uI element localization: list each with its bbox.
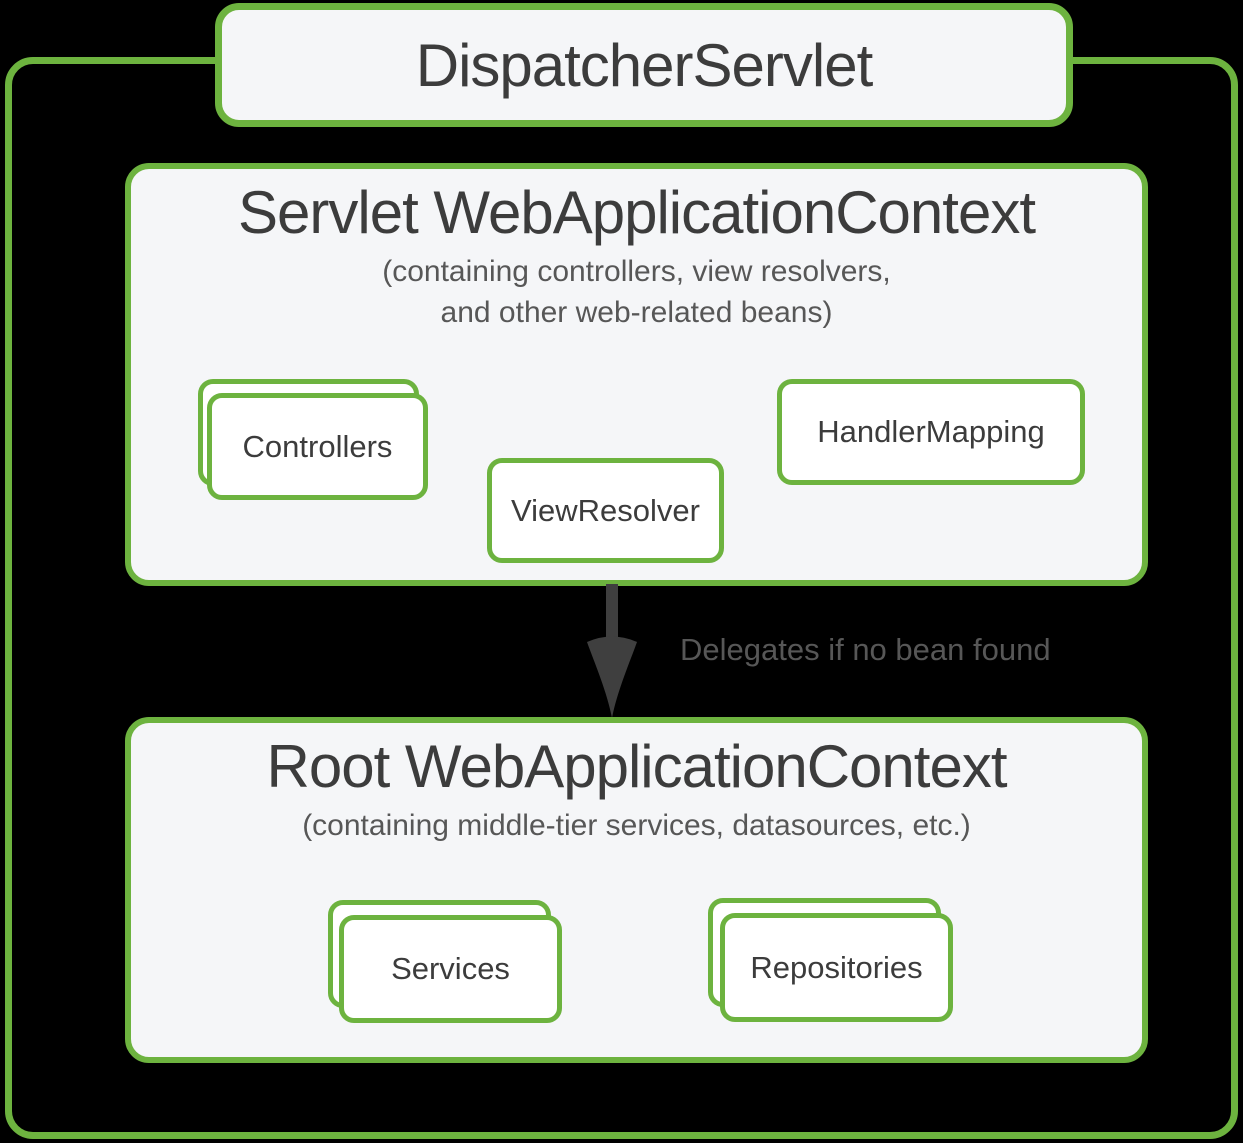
servlet-webapplicationcontext-panel: Servlet WebApplicationContext (containin… [125, 163, 1148, 586]
controllers-label: Controllers [242, 428, 393, 464]
controllers-box: Controllers [207, 393, 428, 500]
viewresolver-box: ViewResolver [487, 458, 724, 563]
servlet-context-subtitle-line1: (containing controllers, view resolvers, [382, 255, 891, 288]
root-webapplicationcontext-panel: Root WebApplicationContext (containing m… [125, 717, 1148, 1063]
down-arrow-icon [576, 584, 648, 720]
services-box: Services [339, 915, 562, 1023]
services-label: Services [391, 951, 510, 986]
dispatcher-servlet-label: DispatcherServlet [415, 31, 874, 99]
handlermapping-box: HandlerMapping [777, 379, 1085, 485]
repositories-box: Repositories [720, 913, 953, 1022]
handlermapping-label: HandlerMapping [817, 414, 1045, 449]
viewresolver-label: ViewResolver [511, 492, 700, 528]
delegation-label: Delegates if no bean found [680, 632, 1051, 667]
servlet-context-subtitle: (containing controllers, view resolvers,… [131, 251, 1142, 334]
root-context-subtitle: (containing middle-tier services, dataso… [302, 809, 971, 842]
servlet-context-subtitle-line2: and other web-related beans) [440, 296, 833, 330]
repositories-label: Repositories [750, 949, 923, 985]
servlet-context-title: Servlet WebApplicationContext [238, 179, 1036, 246]
dispatcher-servlet-box: DispatcherServlet [215, 3, 1073, 127]
root-context-title: Root WebApplicationContext [266, 733, 1008, 800]
